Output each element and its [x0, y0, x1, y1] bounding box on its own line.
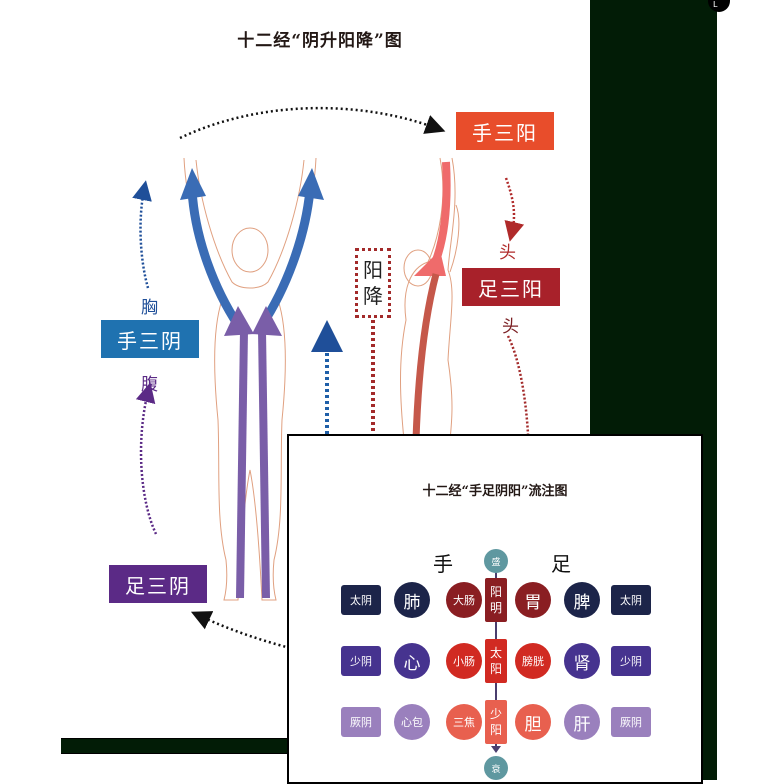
liver-organ: 肝: [564, 704, 600, 740]
stomach-organ: 胃: [515, 582, 551, 618]
lung-organ: 肺: [394, 582, 430, 618]
inset-flow-diagram: 十二经“手足阴阳”流注图 手 足 盛 衰 太阴 肺 大肠 阳 明 胃 脾 太阴 …: [287, 434, 703, 784]
hand-shaoyin-type: 少阴: [341, 646, 381, 676]
head-label-lower: 头: [502, 317, 519, 337]
small-intestine-organ: 小肠: [446, 643, 482, 679]
foot-three-yin-label: 足三阴: [109, 565, 207, 603]
flow-axis-arrowhead-icon: [491, 746, 501, 753]
hand-three-yang-label: 手三阳: [456, 112, 554, 150]
bottom-dotted-arc: [190, 611, 291, 650]
large-intestine-organ: 大肠: [446, 582, 482, 618]
yang-descends-label: 阳 降: [355, 248, 391, 318]
dark-background-bar: [61, 738, 287, 754]
triple-burner-organ: 三焦: [446, 704, 482, 740]
foot-column-label: 足: [551, 552, 571, 576]
hand-column-label: 手: [433, 552, 453, 576]
head-lower-dotted-line: [506, 335, 530, 435]
head-label-upper: 头: [499, 243, 516, 263]
top-dotted-arc: [179, 106, 446, 140]
hand-three-yin-label: 手三阴: [101, 320, 199, 358]
foot-three-yang-label: 足三阳: [462, 268, 560, 306]
bladder-organ: 膀胱: [515, 643, 551, 679]
hand-taiyin-type: 太阴: [341, 585, 381, 615]
foot-yin-arrows: [224, 306, 282, 599]
spleen-organ: 脾: [564, 582, 600, 618]
head-dotted-arrow: [504, 177, 525, 242]
shaoyang-type: 少 阳: [485, 700, 507, 744]
abdomen-label: 腹: [141, 375, 158, 395]
chest-dotted-arrow: [132, 180, 152, 289]
abdomen-dotted-arrow: [135, 382, 158, 535]
yang-arrows: [412, 161, 451, 441]
phase-decline-node: 衰: [484, 756, 508, 780]
gallbladder-organ: 胆: [515, 704, 551, 740]
inset-diagram-title: 十二经“手足阴阳”流注图: [422, 484, 568, 499]
heart-organ: 心: [394, 643, 430, 679]
chest-label: 胸: [141, 298, 158, 318]
hand-jueyin-type: 厥阴: [341, 707, 381, 737]
yangming-type: 阳 明: [485, 578, 507, 622]
foot-taiyin-type: 太阴: [611, 585, 651, 615]
corner-badge-icon: L: [708, 0, 730, 12]
main-diagram-title: 十二经“阴升阳降”图: [237, 31, 403, 51]
phase-flourish-node: 盛: [484, 549, 508, 573]
foot-shaoyin-type: 少阴: [611, 646, 651, 676]
foot-jueyin-type: 厥阴: [611, 707, 651, 737]
front-body-outline: [183, 157, 317, 601]
taiyang-type: 太 阳: [485, 639, 507, 683]
pericardium-organ: 心包: [394, 704, 430, 740]
hand-yin-arrows: [180, 168, 324, 328]
kidney-organ: 肾: [564, 643, 600, 679]
